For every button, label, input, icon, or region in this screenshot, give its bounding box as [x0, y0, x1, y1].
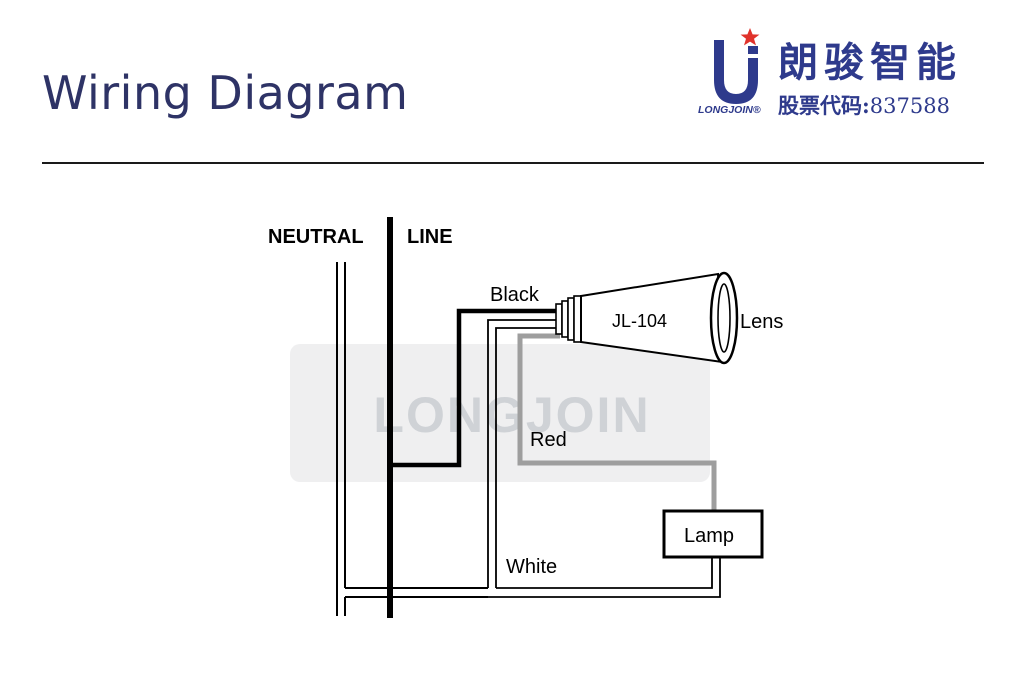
lamp-label: Lamp — [684, 525, 734, 547]
watermark-text: LONGJOIN — [373, 387, 650, 443]
black-label: Black — [490, 284, 540, 306]
lens-label: Lens — [740, 311, 783, 333]
brand-wordmark: LONGJOIN® — [698, 104, 761, 116]
stock-code-line: 股票代码:837588 — [778, 90, 950, 120]
sensor-lens — [709, 271, 739, 365]
stock-label: 股票代码: — [778, 93, 870, 118]
stock-code: 837588 — [869, 94, 950, 118]
black-wire — [390, 308, 560, 468]
longjoin-logo-icon — [714, 28, 760, 104]
neutral-wire — [336, 262, 488, 616]
neutral-label: NEUTRAL — [268, 226, 364, 248]
header-divider — [42, 162, 984, 164]
lens-inner-ring — [717, 283, 731, 353]
lamp-box — [662, 509, 764, 559]
watermark-box — [290, 344, 710, 482]
page-title: Wiring Diagram — [42, 66, 409, 120]
red-label: Red — [530, 429, 567, 451]
company-name: 朗骏智能 — [778, 39, 962, 86]
line-label: LINE — [407, 226, 453, 248]
sensor-label: JL-104 — [612, 311, 667, 331]
white-label: White — [506, 556, 557, 578]
white-wire — [487, 319, 721, 598]
sensor-connector — [555, 295, 582, 343]
red-wire — [517, 333, 717, 511]
